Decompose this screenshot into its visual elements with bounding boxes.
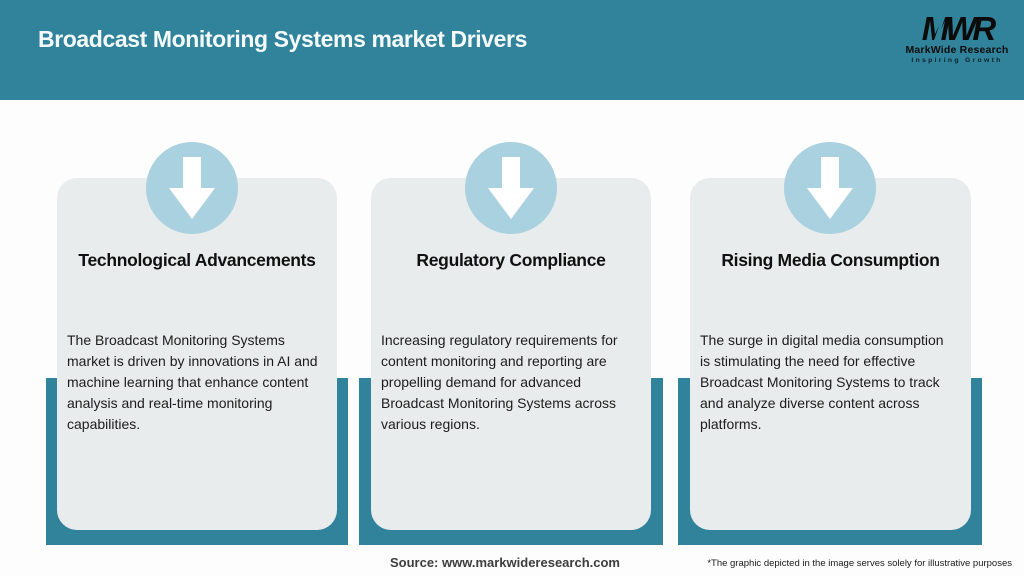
markwide-research-logo: MWR MarkWide Research Inspiring Growth bbox=[902, 12, 1012, 64]
down-arrow-badge bbox=[146, 142, 238, 234]
logo-tagline: Inspiring Growth bbox=[911, 57, 1003, 64]
card-title-regulatory-compliance: Regulatory Compliance bbox=[416, 250, 606, 270]
card-description: The Broadcast Monitoring Systems market … bbox=[67, 332, 318, 432]
down-arrow-icon bbox=[488, 157, 534, 219]
card-title-technological-advancements: Technological Advancements bbox=[78, 250, 316, 270]
driver-card: Regulatory Compliance Increasing regulat… bbox=[371, 178, 651, 530]
disclaimer-note: *The graphic depicted in the image serve… bbox=[707, 558, 1012, 569]
down-arrow-badge bbox=[784, 142, 876, 234]
driver-card: Rising Media Consumption The surge in di… bbox=[690, 178, 971, 530]
logo-company-name: MarkWide Research bbox=[905, 44, 1009, 56]
card-description: The surge in digital media consumption i… bbox=[700, 332, 944, 432]
down-arrow-badge bbox=[465, 142, 557, 234]
down-arrow-icon bbox=[169, 157, 215, 219]
driver-card: Technological Advancements The Broadcast… bbox=[57, 178, 337, 530]
header-bar: Broadcast Monitoring Systems market Driv… bbox=[0, 0, 1024, 100]
down-arrow-icon bbox=[807, 157, 853, 219]
card-description: Increasing regulatory requirements for c… bbox=[381, 332, 618, 432]
mwr-monogram-icon: MWR bbox=[922, 12, 1001, 46]
source-attribution: Source: www.markwideresearch.com bbox=[389, 555, 620, 570]
svg-text:MWR: MWR bbox=[922, 12, 997, 46]
card-title-rising-media-consumption: Rising Media Consumption bbox=[721, 250, 940, 270]
page-title: Broadcast Monitoring Systems market Driv… bbox=[38, 26, 527, 52]
